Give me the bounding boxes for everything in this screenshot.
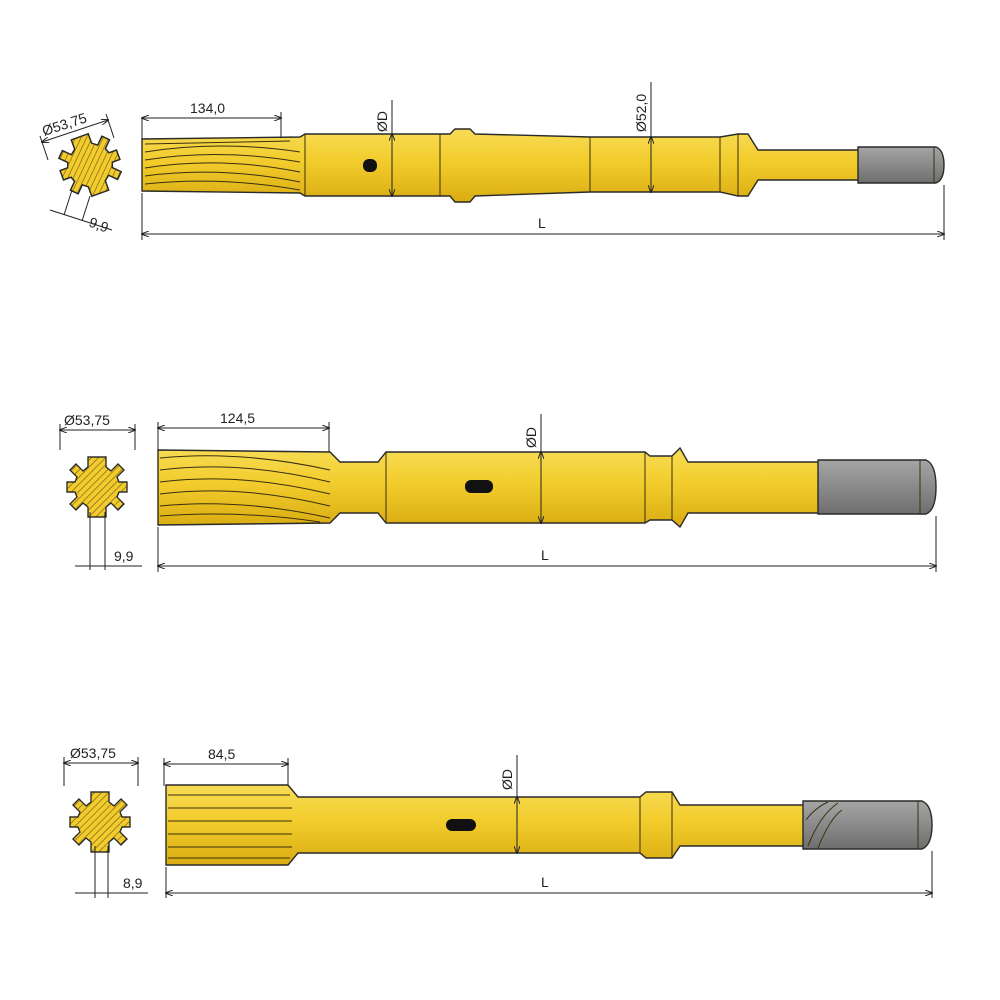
shank-1-body-diameter-label: ØD: [374, 111, 390, 132]
shank-2-striking-end: [817, 459, 937, 515]
shank-1-spline-width-label: 9,9: [87, 214, 111, 236]
shank-3-spline-length-dim: 84,5: [164, 746, 288, 786]
shank-3-spline-width-dim: 8,9: [75, 846, 148, 898]
shank-1-splines: [144, 140, 301, 191]
shank-1-body-diameter-dim: ØD: [374, 100, 392, 196]
shank-1: Ø53,75 9,9: [39, 82, 945, 240]
shank-1-overall-length-label: L: [538, 215, 546, 231]
shank-3-spline-diameter-dim: Ø53,75: [64, 745, 138, 786]
shank-2-body-diameter-dim: ØD: [523, 414, 541, 523]
shank-2-flushing-slot: [465, 480, 493, 493]
shank-2-body-diameter-label: ØD: [523, 427, 539, 448]
shank-1-body: [141, 128, 861, 203]
shank-2-spline-width-dim: 9,9: [75, 512, 142, 570]
shank-3-spline-length-label: 84,5: [208, 746, 235, 762]
shank-1-overall-length-dim: L: [142, 185, 944, 240]
shank-3-spline-width-label: 8,9: [123, 875, 143, 891]
shank-2-spline-width-label: 9,9: [114, 548, 134, 564]
shank-1-cross-section: [57, 132, 123, 198]
shank-1-spline-length-dim: 134,0: [142, 100, 281, 140]
shank-3-spline-diameter-label: Ø53,75: [70, 745, 116, 761]
shank-1-collar-diameter-dim: Ø52,0: [633, 82, 651, 192]
shank-1-collar-diameter-label: Ø52,0: [633, 94, 649, 132]
shank-2-overall-length-dim: L: [158, 516, 936, 572]
shank-2-cross-section: [66, 456, 128, 518]
shank-3-striking-end: [802, 800, 933, 850]
shank-2-spline-length-dim: 124,5: [158, 410, 329, 452]
shank-3-thread: [805, 801, 843, 849]
shank-2: Ø53,75 9,9 124,5: [60, 410, 936, 572]
shank-1-spline-width-dim: 9,9: [49, 189, 113, 236]
shank-1-striking-end: [857, 146, 945, 184]
shank-3: Ø53,75 8,9: [64, 745, 932, 898]
shank-3-body: [165, 784, 806, 866]
shank-3-flushing-slot: [446, 819, 476, 831]
shank-1-spline-length-label: 134,0: [190, 100, 225, 116]
shank-3-body-diameter-dim: ØD: [499, 755, 517, 853]
shank-2-overall-length-label: L: [541, 547, 549, 563]
shank-3-body-diameter-label: ØD: [499, 769, 515, 790]
shank-2-spline-diameter-dim: Ø53,75: [60, 412, 135, 450]
shank-2-spline-diameter-label: Ø53,75: [64, 412, 110, 428]
shank-3-splines: [168, 794, 292, 859]
shank-3-overall-length-dim: L: [166, 851, 932, 898]
shank-2-spline-length-label: 124,5: [220, 410, 255, 426]
shank-3-overall-length-label: L: [541, 874, 549, 890]
shank-3-cross-section: [69, 791, 131, 853]
shank-1-flushing-slot: [363, 159, 377, 172]
shank-2-splines: [159, 455, 331, 523]
